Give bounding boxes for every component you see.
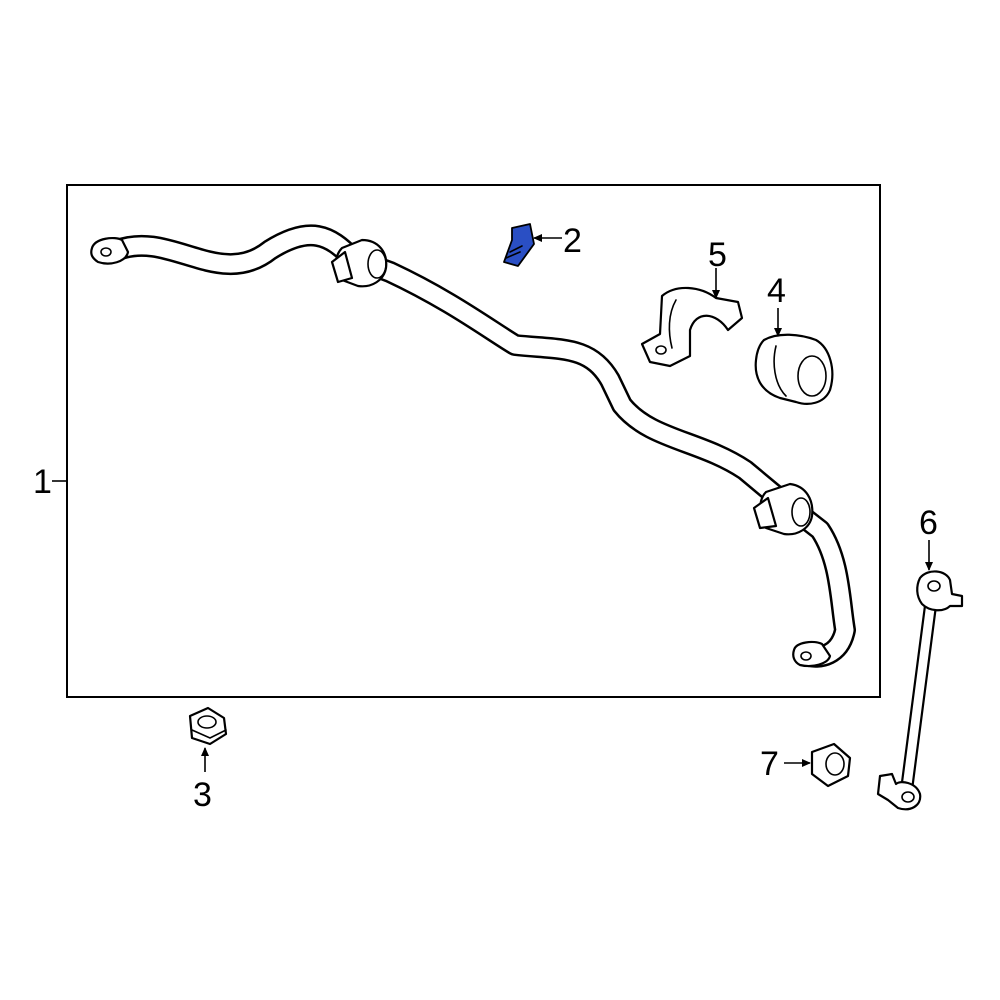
bushing-part-4[interactable] — [754, 333, 834, 405]
callout-5: 5 — [708, 236, 727, 274]
nut-part-7[interactable] — [810, 742, 852, 788]
callout-2: 2 — [563, 222, 582, 260]
bar-left-end — [90, 237, 130, 265]
bar-right-end — [792, 640, 832, 668]
callout-7: 7 — [760, 745, 779, 783]
callout-6: 6 — [919, 504, 938, 542]
nut-part-3[interactable] — [188, 706, 228, 746]
callout-3: 3 — [193, 776, 212, 814]
assembly-frame — [66, 184, 881, 698]
bolt-part-2[interactable] — [503, 223, 535, 267]
callout-4: 4 — [767, 272, 786, 310]
stabilizer-link-part-6[interactable] — [876, 570, 964, 811]
stabilizer-bar[interactable] — [90, 224, 856, 668]
bracket-part-5[interactable] — [640, 286, 744, 368]
callout-1: 1 — [33, 463, 52, 501]
